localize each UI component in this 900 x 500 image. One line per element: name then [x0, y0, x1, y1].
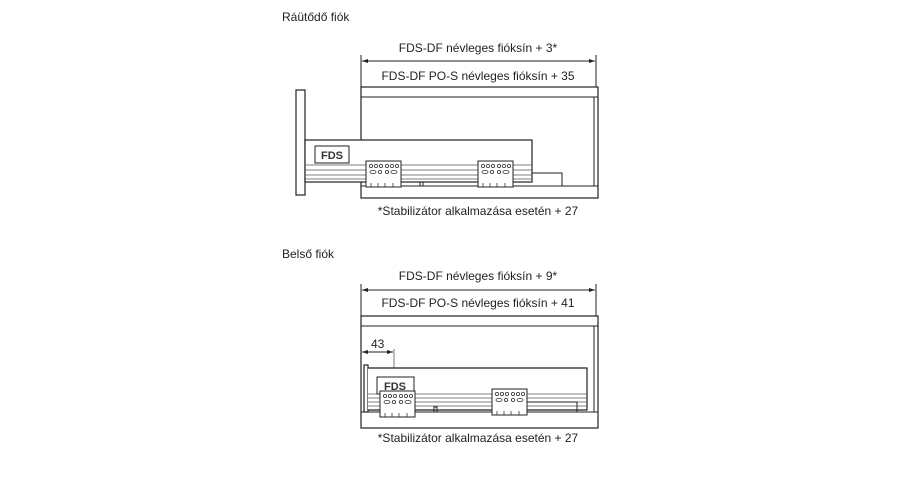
connector-rear [491, 388, 528, 416]
connector-front [379, 390, 416, 418]
drawer-front [295, 89, 306, 196]
dimension-label-outer: FDS-DF névleges fióksín + 3* [399, 41, 558, 55]
svg-text:FDS: FDS [321, 150, 343, 162]
connector-rear [477, 160, 514, 188]
inset-drawer-diagram: Belső fiók FDS-DF névleges fióksín + 9* … [282, 247, 599, 445]
section-title: Ráütődő fiók [282, 10, 350, 24]
fds-logo: FDS [376, 376, 415, 395]
footnote: *Stabilizátor alkalmazása esetén + 27 [378, 431, 579, 445]
dimension-label-outer: FDS-DF névleges fióksín + 9* [399, 269, 558, 283]
section-title: Belső fiók [282, 247, 335, 261]
connector-front [365, 160, 402, 188]
svg-text:FDS: FDS [384, 381, 406, 393]
drawer-front [363, 364, 369, 413]
fds-logo: FDS [314, 145, 350, 164]
dimension-label-inner: FDS-DF PO-S névleges fióksín + 41 [381, 296, 574, 310]
offset-dimension-label: 43 [371, 337, 385, 351]
surface-drawer-diagram: Ráütődő fiók FDS-DF névleges fióksín + 3… [282, 10, 599, 218]
dimension-label-inner: FDS-DF PO-S névleges fióksín + 35 [381, 69, 574, 83]
footnote: *Stabilizátor alkalmazása esetén + 27 [378, 204, 579, 218]
